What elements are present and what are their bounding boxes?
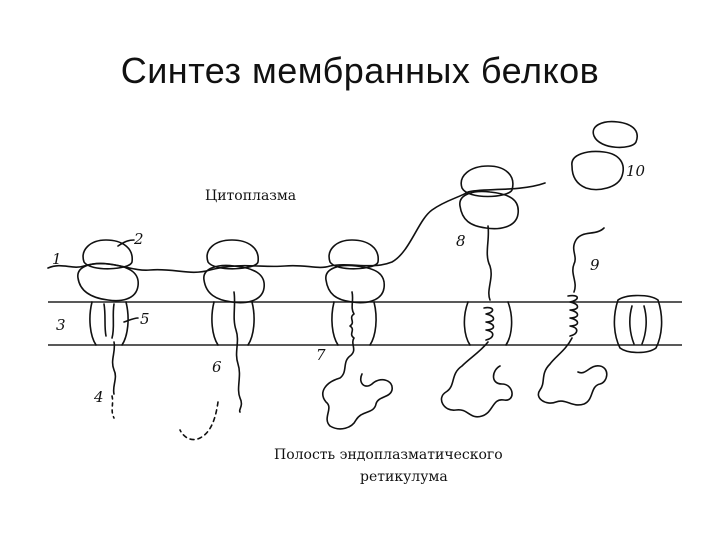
label-4: 4: [93, 388, 104, 406]
ribosome-1: [78, 240, 138, 418]
integrated-protein-9: [538, 228, 606, 405]
label-6: 6: [212, 358, 222, 376]
label-10: 10: [626, 162, 646, 180]
label-9: 9: [590, 256, 600, 274]
ribosome-2: [180, 240, 264, 440]
label-7: 7: [316, 346, 326, 364]
empty-translocon: [614, 296, 661, 353]
label-8: 8: [456, 232, 466, 250]
er-lumen-label-line2: ретикулума: [360, 469, 448, 485]
ribosome-3: [323, 240, 392, 429]
translocon-helix: [441, 226, 512, 417]
er-lumen-label-line1: Полость эндоплазматического: [274, 447, 503, 463]
ribosome-detached: [460, 166, 518, 229]
label-5: 5: [140, 310, 150, 328]
leader-5: [124, 318, 138, 322]
mrna-strand: [48, 183, 545, 272]
label-3: 3: [56, 316, 66, 334]
label-1: 1: [52, 250, 62, 268]
label-2: 2: [133, 230, 144, 248]
cytoplasm-label: Цитоплазма: [205, 188, 296, 204]
